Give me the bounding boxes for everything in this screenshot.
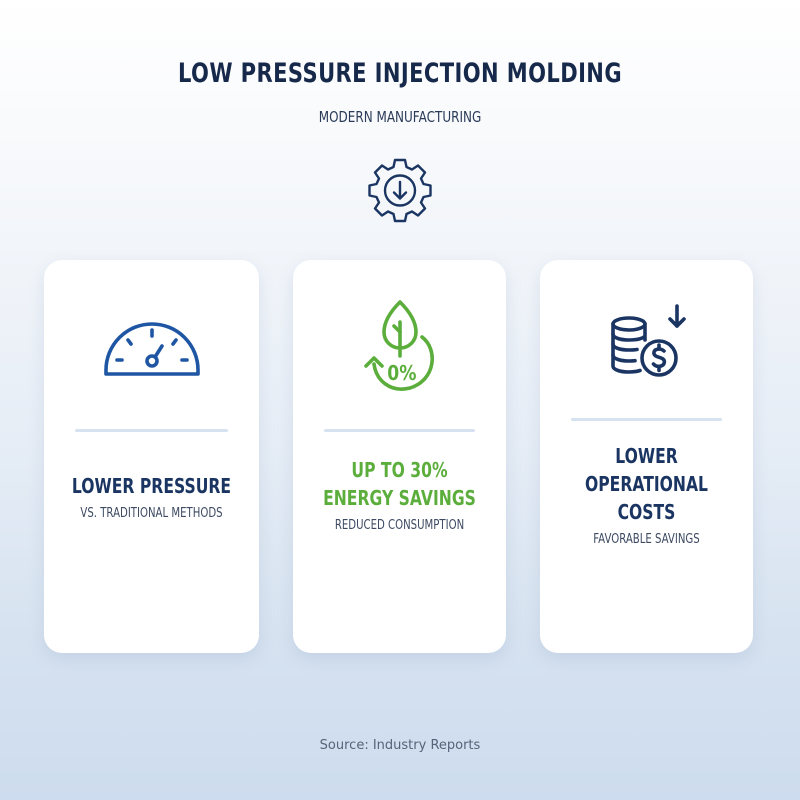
card-divider bbox=[75, 429, 228, 432]
card-divider bbox=[571, 418, 722, 421]
page-subtitle: MODERN MANUFACTURING bbox=[318, 108, 482, 126]
coins-dollar-down-icon bbox=[597, 300, 697, 385]
speedometer-gauge-icon bbox=[102, 314, 202, 385]
card-operational-costs: LOWER OPERATIONAL COSTS FAVORABLE SAVING… bbox=[540, 260, 753, 653]
card-subtext: FAVORABLE SAVINGS bbox=[593, 532, 700, 547]
card-headline-line3: COSTS bbox=[617, 500, 676, 524]
card-headline-line2: OPERATIONAL bbox=[584, 472, 708, 496]
gear-download-icon bbox=[364, 154, 436, 226]
card-headline-line1: LOWER bbox=[615, 444, 678, 468]
card-headline-line1: UP TO 30% bbox=[351, 458, 448, 482]
card-divider bbox=[324, 429, 475, 432]
card-subtext: REDUCED CONSUMPTION bbox=[334, 518, 465, 533]
source-footnote: Source: Industry Reports bbox=[319, 738, 481, 753]
card-headline: LOWER PRESSURE bbox=[71, 474, 232, 498]
svg-text:0%: 0% bbox=[387, 363, 416, 386]
leaf-cycle-percent-icon: 0% bbox=[352, 294, 448, 399]
card-subtext: VS. TRADITIONAL METHODS bbox=[80, 506, 223, 521]
card-headline-line2: ENERGY SAVINGS bbox=[323, 486, 476, 510]
card-lower-pressure: LOWER PRESSURE VS. TRADITIONAL METHODS bbox=[44, 260, 259, 653]
card-energy-savings: 0% UP TO 30% ENERGY SAVINGS REDUCED CONS… bbox=[293, 260, 506, 653]
page-title: LOW PRESSURE INJECTION MOLDING bbox=[177, 58, 623, 89]
